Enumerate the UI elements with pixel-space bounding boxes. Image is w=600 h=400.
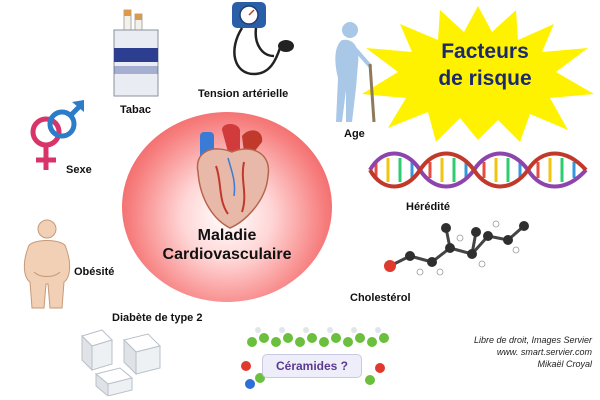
elderly-person-icon [335,22,376,123]
cholesterol-molecule-icon [384,220,529,276]
factor-label-cholesterol: Cholestérol [350,292,411,304]
page-title-line2: de risque [438,67,532,90]
factor-label-obesite: Obésité [74,266,115,278]
factor-label-sexe: Sexe [66,164,92,176]
center-title: Maladie Cardiovasculaire [122,226,332,264]
factor-label-age: Age [344,128,365,140]
factor-label-tabac: Tabac [120,104,151,116]
blood-pressure-icon [232,2,294,76]
obese-person-icon [23,219,71,309]
factor-label-heredite: Hérédité [406,201,451,213]
page-title: Facteurs de risque [405,38,565,92]
factor-label-tension: Tension artérielle [198,88,289,100]
center-title-line2: Cardiovasculaire [162,246,292,263]
heart-icon [196,124,270,229]
credits: Libre de droit, Images Servier www. smar… [432,334,592,370]
dna-icon [368,151,588,189]
ceramide-molecule-icon [241,327,389,389]
credits-line3: Mikaël Croyal [537,359,592,369]
center-title-line1: Maladie [197,227,257,244]
credits-line1: Libre de droit, Images Servier [473,335,592,345]
credits-line2: www. smart.servier.com [496,347,592,357]
starburst-shape [362,6,594,142]
page-title-line1: Facteurs [441,40,529,63]
ceramides-label: Céramides ? [262,354,362,378]
sugar-cubes-icon [81,329,161,396]
gender-symbols-icon [30,100,84,170]
cigarette-pack-icon [113,9,159,97]
factor-label-diabete: Diabète de type 2 [112,312,203,324]
